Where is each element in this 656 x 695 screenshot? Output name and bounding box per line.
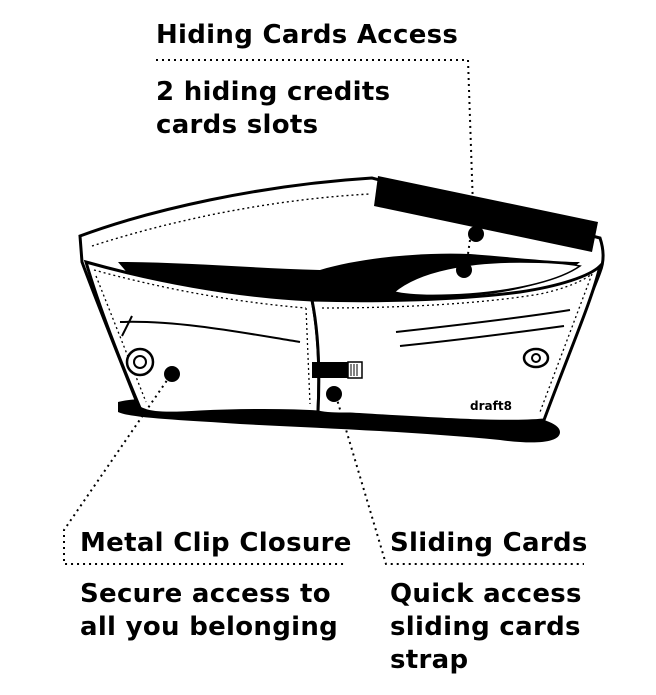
leader-sliding bbox=[335, 395, 584, 565]
card-strap-icon bbox=[312, 361, 363, 379]
metal-clip-description: Secure access to all you belonging bbox=[80, 578, 338, 644]
brand-label: draft8 bbox=[470, 399, 512, 413]
card-slot-left-2 bbox=[121, 315, 133, 337]
metal-clip-title: Metal Clip Closure bbox=[80, 528, 352, 558]
leader-clip bbox=[63, 375, 346, 565]
leader-hiding bbox=[156, 59, 475, 237]
metal-clip-line-2: all you belonging bbox=[80, 612, 339, 642]
marker-dot-sliding bbox=[326, 386, 342, 402]
card-slot-right-2 bbox=[399, 325, 565, 347]
sliding-cards-line-2: sliding cards bbox=[390, 612, 581, 642]
card-slot-right-1 bbox=[395, 309, 571, 333]
card-slot-left-1 bbox=[119, 320, 301, 343]
marker-dot-clip bbox=[164, 366, 180, 382]
hiding-cards-description: 2 hiding credits cards slots bbox=[156, 76, 390, 142]
snap-button-right-icon bbox=[522, 347, 550, 369]
front-panel-right bbox=[310, 261, 603, 423]
hiding-cards-line-2: cards slots bbox=[156, 110, 319, 140]
sliding-cards-line-1: Quick access bbox=[390, 579, 582, 609]
stitch-back bbox=[91, 193, 371, 247]
metal-clip-line-1: Secure access to bbox=[80, 579, 331, 609]
hiding-cards-title: Hiding Cards Access bbox=[156, 20, 459, 50]
sliding-cards-description: Quick access sliding cards strap bbox=[390, 578, 582, 677]
hidden-card bbox=[374, 176, 598, 252]
marker-dot-hiding-2 bbox=[456, 262, 472, 278]
sliding-cards-title: Sliding Cards bbox=[390, 528, 588, 558]
hiding-cards-line-1: 2 hiding credits bbox=[156, 77, 391, 107]
stitch-front-left bbox=[93, 269, 311, 405]
stitch-front-right bbox=[321, 273, 593, 413]
marker-dot-hiding-1 bbox=[468, 226, 484, 242]
snap-button-icon bbox=[125, 347, 155, 377]
sliding-cards-line-3: strap bbox=[390, 645, 469, 675]
